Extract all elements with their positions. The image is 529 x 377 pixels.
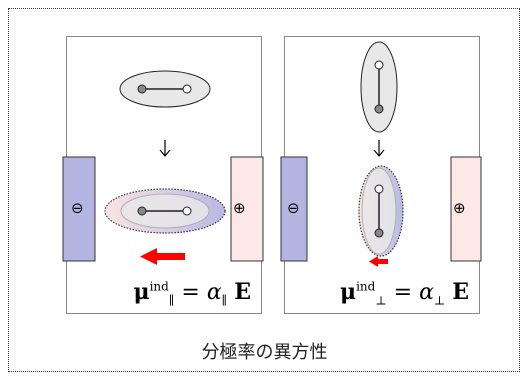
negative-plate (280, 156, 308, 262)
positive-plate (230, 156, 264, 262)
atom-white (374, 184, 384, 194)
atom-gray (137, 206, 147, 216)
left-arrow-icon (140, 248, 185, 265)
atom-gray (374, 104, 384, 114)
mu-symbol: μ (339, 278, 357, 305)
minus-symbol: ⊖ (287, 199, 300, 217)
perpendicular-panel: ⊖ ⊕ μind⊥ = α⊥ E (280, 36, 482, 314)
plus-symbol: ⊕ (233, 199, 246, 217)
atom-gray (137, 84, 147, 94)
field-symbol: E (234, 278, 251, 305)
alpha-symbol: α (419, 279, 434, 305)
parallel-formula: μind∥ = α∥ E (133, 278, 251, 307)
figure-caption: 分極率の異方性 (201, 342, 328, 363)
down-arrow-icon (373, 140, 385, 157)
mu-symbol: μ (133, 278, 150, 305)
atom-white (182, 206, 192, 216)
figure-frame (8, 8, 520, 372)
atom-white (374, 60, 384, 70)
parallel-panel: ⊖ ⊕ μind∥ = α∥ E (62, 36, 264, 314)
perpendicular-diagram (280, 41, 482, 267)
perpendicular-formula: μind⊥ = α⊥ E (339, 278, 469, 307)
negative-plate (62, 156, 96, 262)
minus-symbol: ⊖ (71, 199, 84, 217)
left-arrow-icon (369, 256, 388, 267)
down-arrow-icon (159, 140, 171, 157)
positive-plate (450, 156, 482, 262)
field-symbol: E (452, 278, 469, 305)
plus-symbol: ⊕ (453, 199, 466, 217)
atom-white (182, 84, 192, 94)
parallel-diagram (62, 70, 264, 265)
atom-gray (374, 228, 384, 238)
alpha-symbol: α (206, 279, 222, 305)
